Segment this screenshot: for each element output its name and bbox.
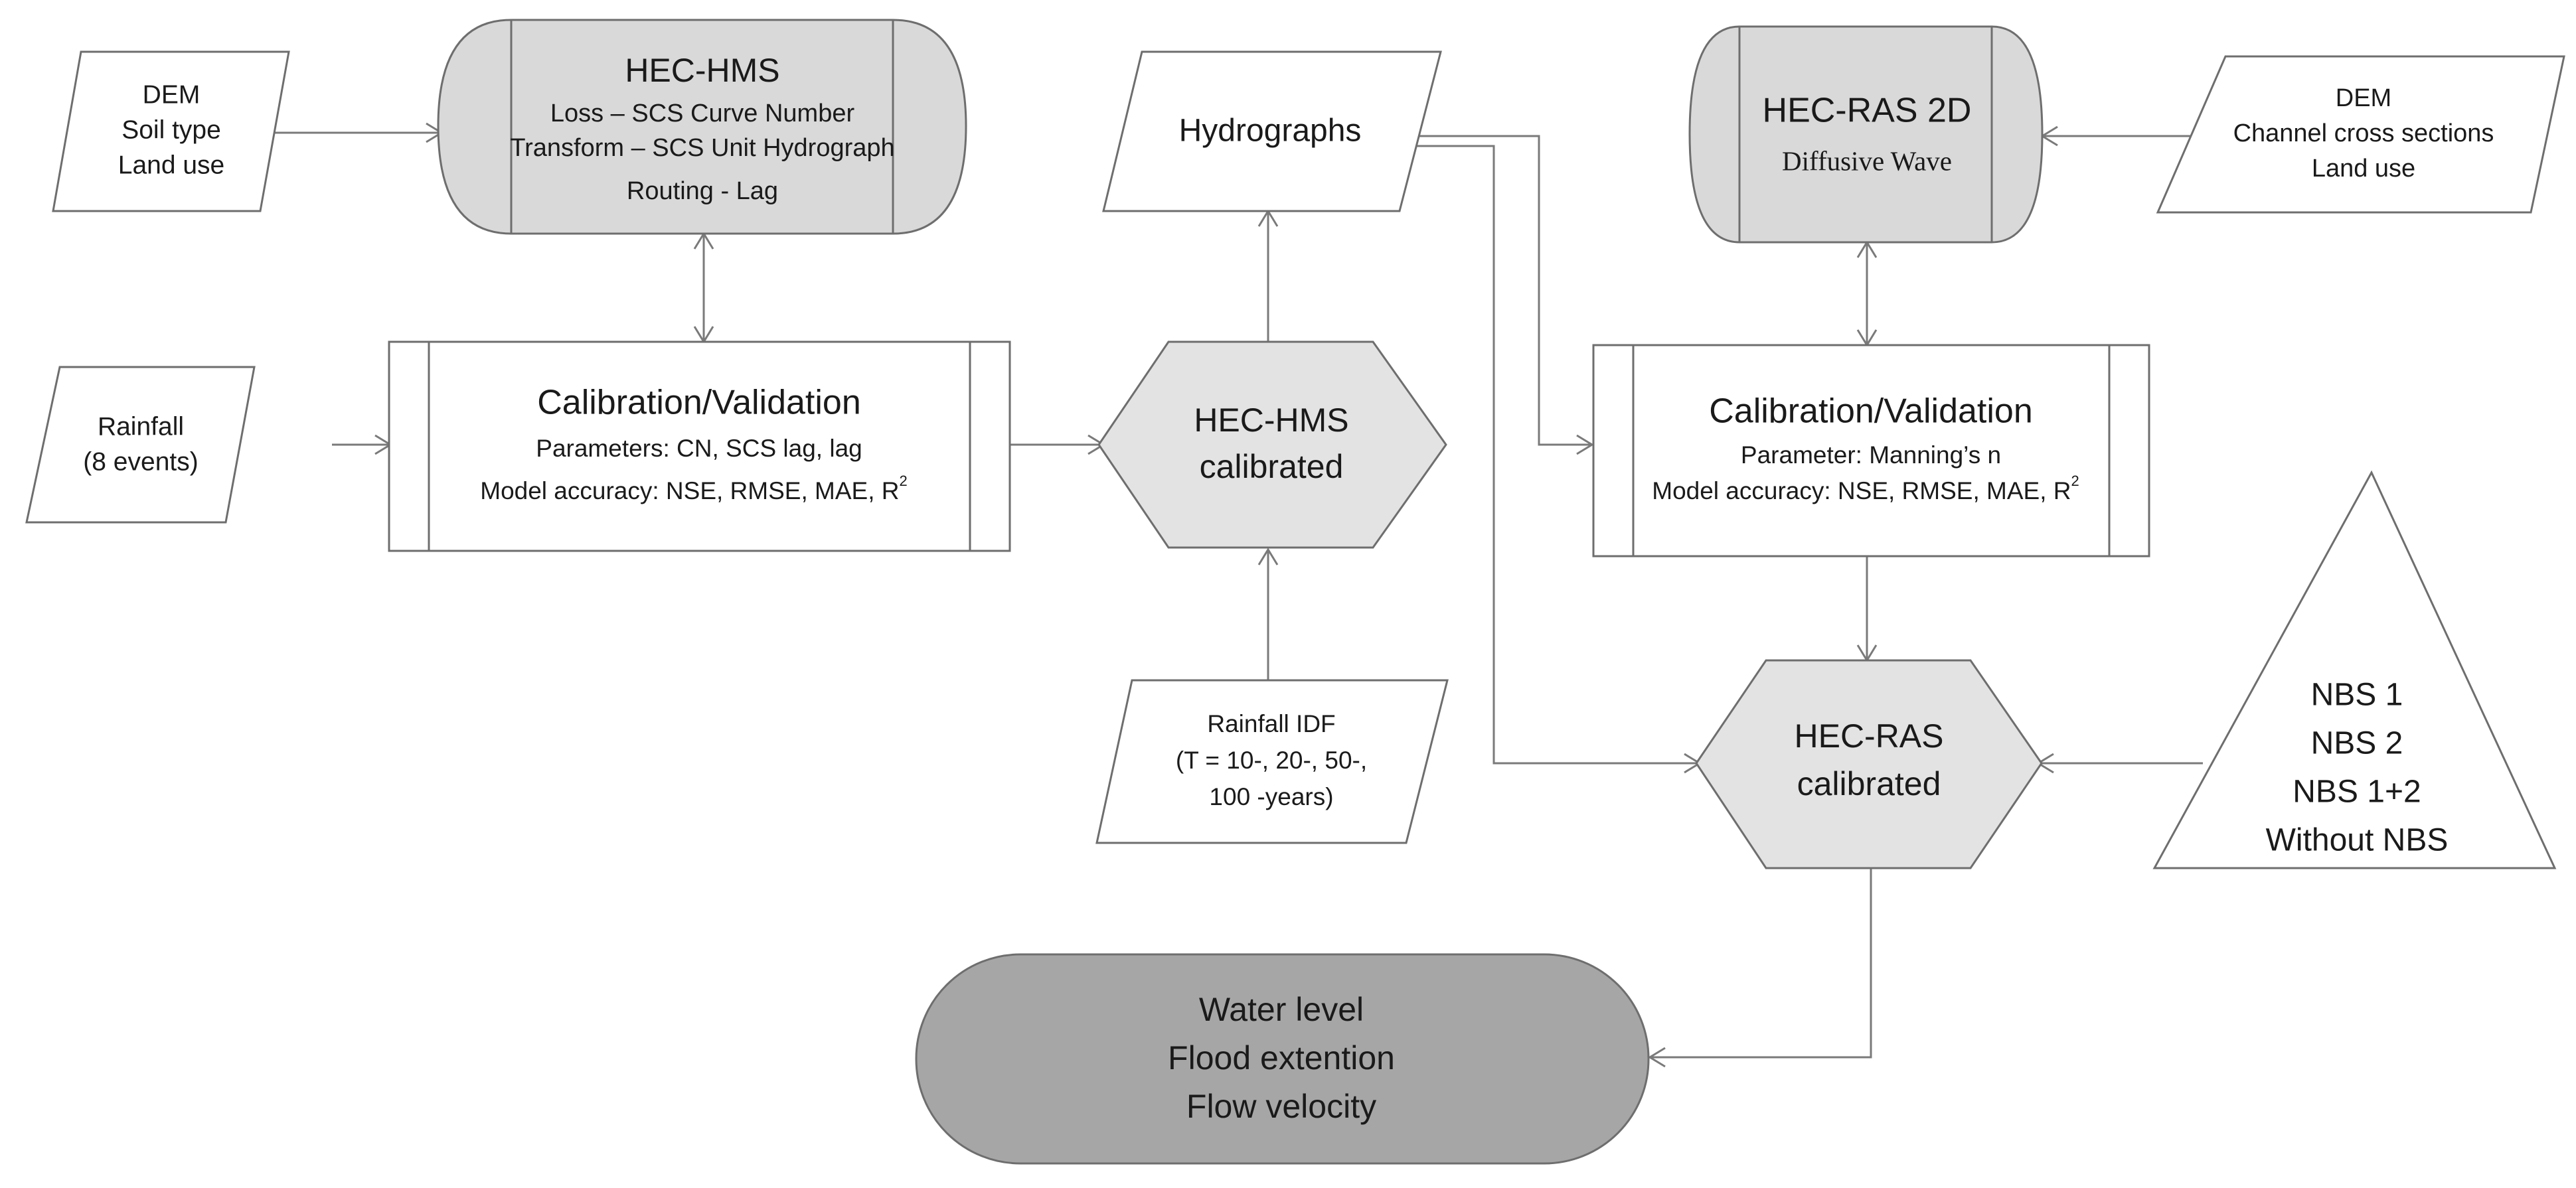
- calibration-validation-hms: Calibration/Validation Parameters: CN, S…: [388, 340, 1011, 552]
- hec-ras-2d-subtitle: Diffusive Wave: [1782, 145, 1952, 176]
- idf-line-1: Rainfall IDF: [1207, 710, 1335, 737]
- hec-ras-2d-model: HEC-RAS 2D Diffusive Wave: [1688, 25, 2044, 244]
- hec-ras-calibrated: HEC-RAS calibrated: [1695, 659, 2043, 869]
- output-flow-velocity: Flow velocity: [1186, 1088, 1376, 1125]
- dem-left-line-1: DEM: [143, 80, 201, 109]
- nbs-scenarios: NBS 1 NBS 2 NBS 1+2 Without NBS: [2152, 470, 2557, 869]
- calib-left-title: Calibration/Validation: [537, 384, 861, 422]
- dem-right-line-2: Channel cross sections: [2233, 119, 2494, 147]
- hec-hms-model: HEC-HMS Loss – SCS Curve Number Transfor…: [437, 19, 967, 235]
- dem-left-line-2: Soil type: [121, 115, 221, 144]
- calib-right-params: Parameter: Manning’s n: [1741, 441, 2001, 469]
- hydrographs-label: Hydrographs: [1179, 113, 1362, 149]
- connectors: [262, 122, 2203, 1068]
- output-water-level: Water level: [1199, 991, 1364, 1028]
- hms-calibrated-line-1: HEC-HMS: [1194, 402, 1348, 439]
- calibration-validation-ras: Calibration/Validation Parameter: Mannin…: [1592, 344, 2150, 557]
- output-results: Water level Flood extention Flow velocit…: [915, 953, 1650, 1165]
- nbs-1: NBS 1: [2311, 678, 2403, 713]
- calib-left-params: Parameters: CN, SCS lag, lag: [536, 435, 862, 462]
- input-rainfall: Rainfall (8 events): [25, 366, 256, 524]
- hec-hms-loss: Loss – SCS Curve Number: [550, 100, 855, 127]
- rainfall-line-1: Rainfall: [98, 412, 184, 441]
- connector-ras-calibrated-to-outputs: [1650, 868, 1872, 1059]
- idf-line-3: 100 -years): [1209, 783, 1333, 810]
- idf-line-2: (T = 10-, 20-, 50-,: [1176, 747, 1367, 774]
- output-flood-extention: Flood extention: [1168, 1039, 1395, 1077]
- nbs-without: Without NBS: [2266, 823, 2449, 858]
- hec-hms-routing: Routing - Lag: [627, 177, 778, 205]
- connector-hydrographs-to-ras-calibrated: [1413, 145, 1700, 765]
- nbs-1-plus-2: NBS 1+2: [2293, 775, 2421, 810]
- hec-hms-title: HEC-HMS: [625, 52, 779, 89]
- hms-calibrated-line-2: calibrated: [1200, 448, 1344, 485]
- hydrographs: Hydrographs: [1102, 50, 1442, 212]
- input-dem-cross-sections-landuse: DEM Channel cross sections Land use: [2156, 55, 2565, 214]
- connector-hydrographs-to-calib-right: [1413, 135, 1592, 446]
- calib-right-title: Calibration/Validation: [1709, 392, 2033, 431]
- dem-right-line-3: Land use: [2312, 155, 2415, 183]
- dem-right-line-1: DEM: [2336, 84, 2391, 112]
- hec-hms-calibrated: HEC-HMS calibrated: [1097, 340, 1447, 549]
- ras-calibrated-line-1: HEC-RAS: [1794, 717, 1943, 755]
- dem-left-line-3: Land use: [118, 151, 224, 179]
- hec-ras-2d-title: HEC-RAS 2D: [1763, 92, 1972, 130]
- input-dem-soil-landuse: DEM Soil type Land use: [52, 50, 290, 212]
- calib-right-accuracy: Model accuracy: NSE, RMSE, MAE, R2: [1652, 473, 2079, 504]
- nbs-2: NBS 2: [2311, 726, 2403, 761]
- input-rainfall-idf: Rainfall IDF (T = 10-, 20-, 50-, 100 -ye…: [1095, 679, 1449, 844]
- rainfall-line-2: (8 events): [83, 447, 198, 476]
- ras-calibrated-line-2: calibrated: [1797, 765, 1941, 802]
- calib-left-accuracy: Model accuracy: NSE, RMSE, MAE, R2: [480, 473, 907, 504]
- hec-hms-transform: Transform – SCS Unit Hydrograph: [510, 134, 894, 162]
